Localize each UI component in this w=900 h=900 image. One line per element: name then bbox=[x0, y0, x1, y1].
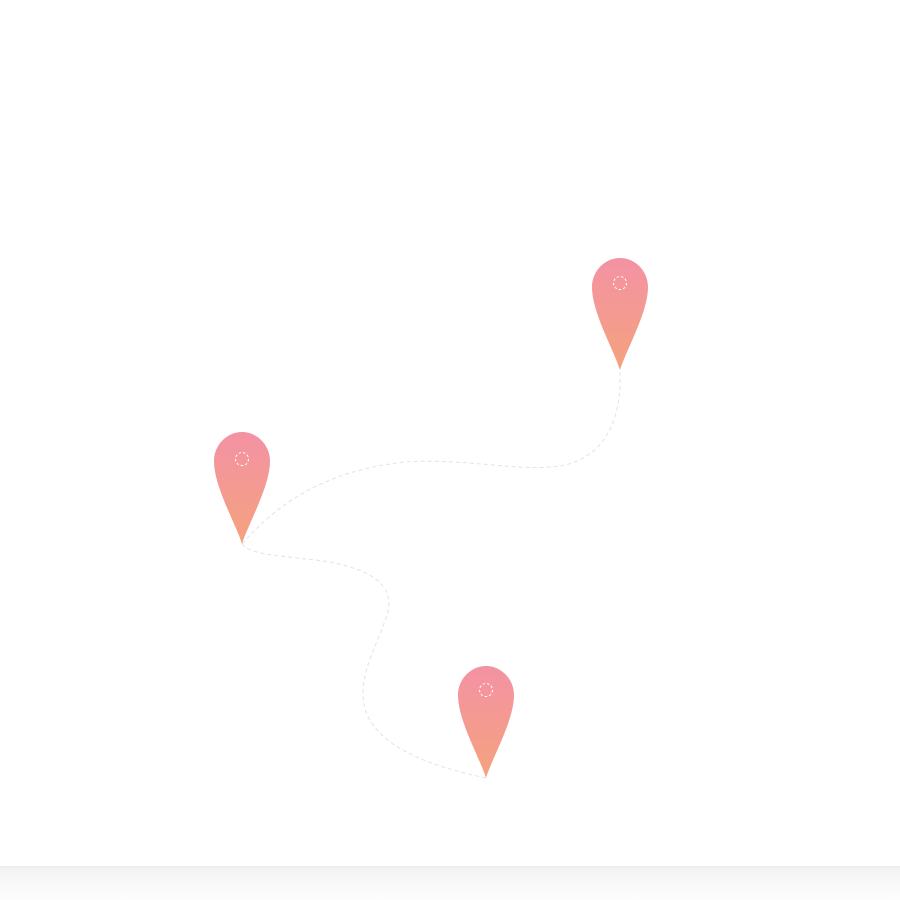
map-pin-icon[interactable] bbox=[592, 258, 648, 370]
map-canvas[interactable] bbox=[0, 0, 900, 866]
pin-center-icon bbox=[235, 452, 249, 466]
route-map bbox=[214, 258, 648, 779]
map-pin-icon[interactable] bbox=[214, 432, 270, 544]
bottom-panel-shadow bbox=[0, 866, 900, 900]
pin-center-icon bbox=[613, 276, 627, 290]
pin-center-icon bbox=[479, 683, 493, 697]
map-pin-icon[interactable] bbox=[458, 666, 514, 778]
route-path-a-c bbox=[241, 543, 487, 779]
route-path-a-b bbox=[241, 369, 621, 545]
